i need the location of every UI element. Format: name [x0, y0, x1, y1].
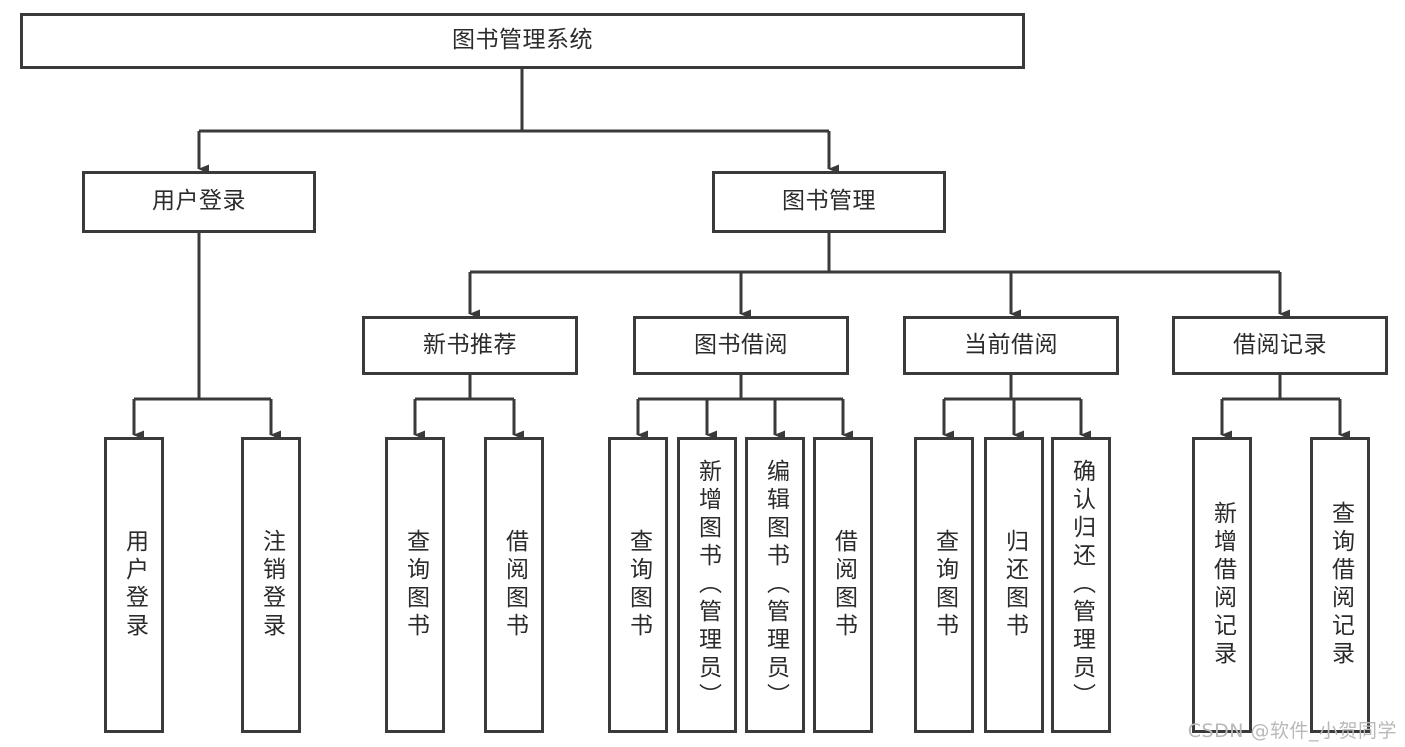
node-current-borrow[interactable]: 当前借阅: [903, 316, 1119, 375]
node-leaf-rec-query-book[interactable]: 查询图书: [385, 437, 445, 733]
node-leaf-cb-return-book[interactable]: 归还图书: [984, 437, 1044, 733]
node-borrow-record[interactable]: 借阅记录: [1172, 316, 1388, 375]
node-user-login[interactable]: 用户登录: [82, 171, 316, 233]
node-label-leaf-rec-query-book: 查询图书: [402, 529, 429, 641]
node-new-book-rec[interactable]: 新书推荐: [362, 316, 578, 375]
node-label-leaf-bb-add-book: 新增图书（管理员）: [694, 459, 721, 711]
node-label-leaf-bb-edit-book: 编辑图书（管理员）: [762, 459, 789, 711]
node-label-leaf-bb-borrow-book: 借阅图书: [830, 529, 857, 641]
node-leaf-user-login[interactable]: 用户登录: [104, 437, 164, 733]
node-label-borrow-record: 借阅记录: [1233, 331, 1327, 358]
node-label-current-borrow: 当前借阅: [964, 331, 1058, 358]
node-leaf-br-query-record[interactable]: 查询借阅记录: [1310, 437, 1370, 733]
node-book-borrow[interactable]: 图书借阅: [633, 316, 849, 375]
node-label-new-book-rec: 新书推荐: [423, 331, 517, 358]
node-leaf-bb-edit-book[interactable]: 编辑图书（管理员）: [745, 437, 805, 733]
node-label-book-manage: 图书管理: [782, 188, 876, 215]
node-leaf-user-logout[interactable]: 注销登录: [241, 437, 301, 733]
node-leaf-bb-add-book[interactable]: 新增图书（管理员）: [677, 437, 737, 733]
node-leaf-cb-query-book[interactable]: 查询图书: [914, 437, 974, 733]
node-label-leaf-br-query-record: 查询借阅记录: [1327, 501, 1354, 669]
node-label-leaf-rec-borrow-book: 借阅图书: [501, 529, 528, 641]
node-label-leaf-bb-query-book: 查询图书: [625, 529, 652, 641]
node-label-leaf-br-add-record: 新增借阅记录: [1209, 501, 1236, 669]
node-leaf-bb-borrow-book[interactable]: 借阅图书: [813, 437, 873, 733]
node-label-leaf-user-login: 用户登录: [121, 529, 148, 641]
node-leaf-bb-query-book[interactable]: 查询图书: [608, 437, 668, 733]
node-leaf-rec-borrow-book[interactable]: 借阅图书: [484, 437, 544, 733]
node-leaf-cb-confirm-return[interactable]: 确认归还（管理员）: [1051, 437, 1111, 733]
node-label-leaf-cb-confirm-return: 确认归还（管理员）: [1068, 459, 1095, 711]
node-label-leaf-cb-query-book: 查询图书: [931, 529, 958, 641]
watermark-text: CSDN @软件_小贺同学: [1187, 720, 1397, 742]
node-label-root: 图书管理系统: [452, 27, 593, 54]
node-label-leaf-user-logout: 注销登录: [258, 529, 285, 641]
node-label-leaf-cb-return-book: 归还图书: [1001, 529, 1028, 641]
node-label-book-borrow: 图书借阅: [694, 331, 788, 358]
node-book-manage[interactable]: 图书管理: [712, 171, 946, 233]
node-root[interactable]: 图书管理系统: [20, 13, 1025, 69]
node-leaf-br-add-record[interactable]: 新增借阅记录: [1192, 437, 1252, 733]
node-label-user-login: 用户登录: [152, 188, 246, 215]
